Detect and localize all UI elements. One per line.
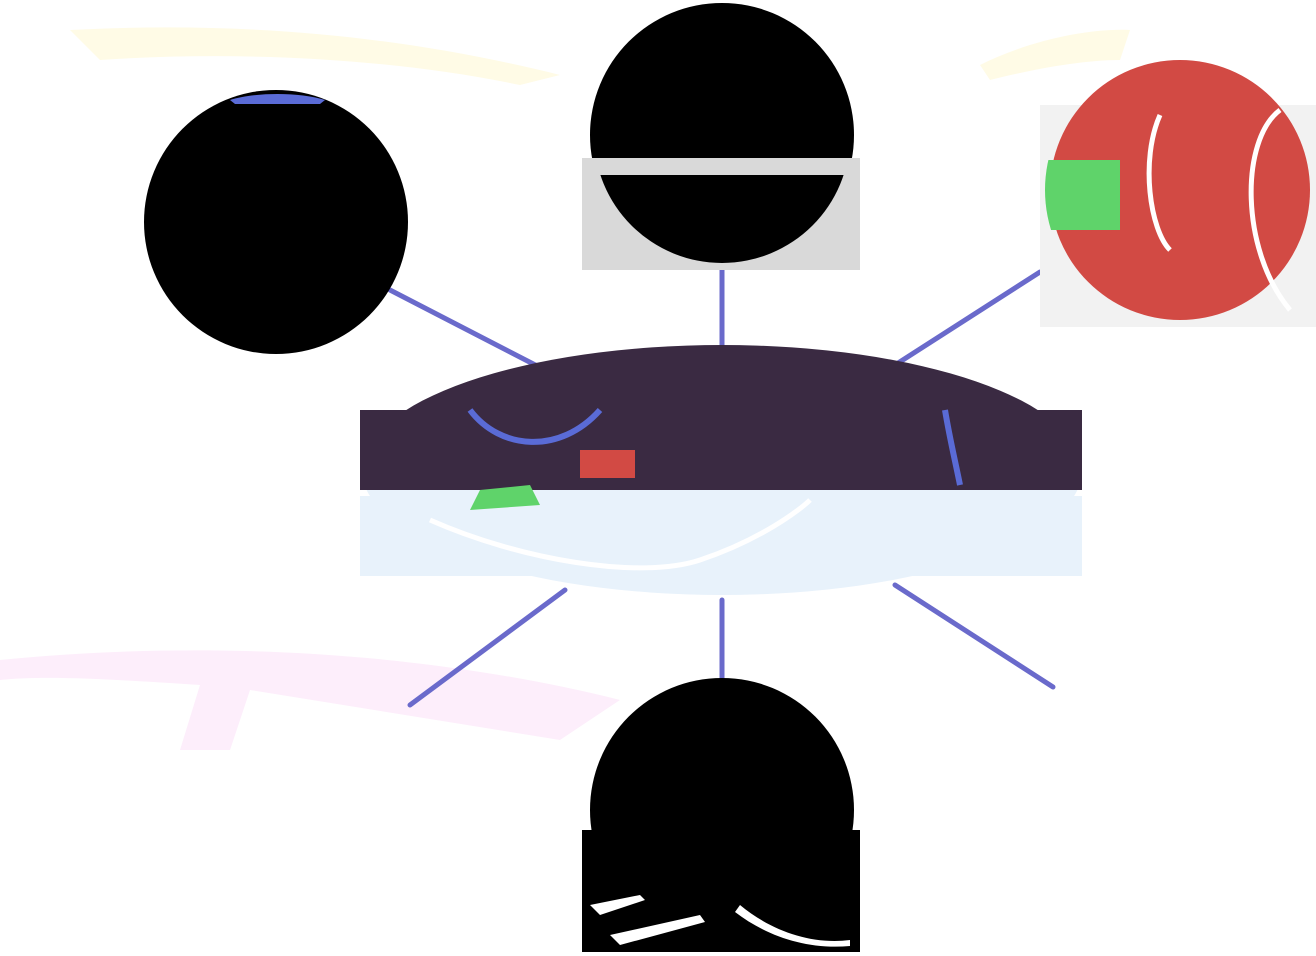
hub-accent-red <box>580 450 635 478</box>
node-top-left <box>144 90 408 354</box>
node-top-left-circle <box>144 90 408 354</box>
hub-top-band <box>360 410 1082 490</box>
node-top-right-stripe-green <box>1045 160 1120 230</box>
central-hub <box>360 345 1082 595</box>
watermark-bottom-arc <box>0 650 620 750</box>
node-bottom-center <box>582 678 860 952</box>
connector-bottom-right <box>895 585 1053 687</box>
watermark-top-right-arc <box>980 30 1130 80</box>
connector-top-left <box>390 290 545 370</box>
connector-top-right <box>895 272 1040 365</box>
node-top-right <box>1040 60 1316 327</box>
watermark-top-arc <box>70 27 560 85</box>
node-top-center <box>582 3 860 270</box>
